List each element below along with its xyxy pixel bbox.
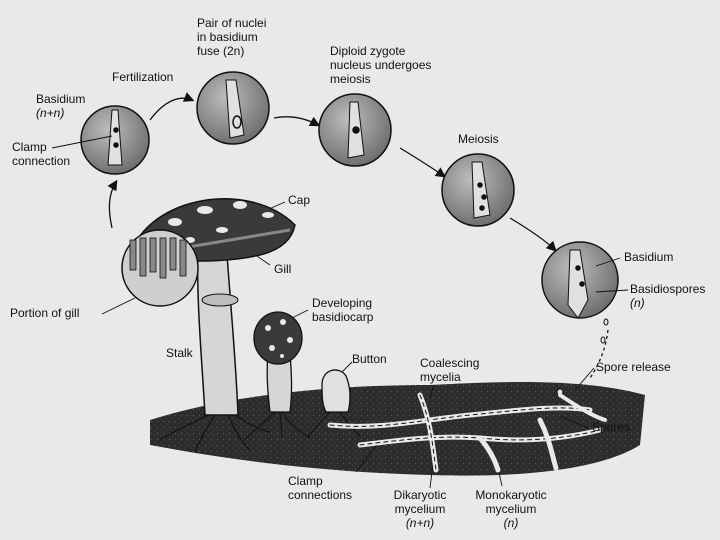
label-pair-nuclei-line2: in basidium: [197, 30, 258, 44]
label-clamp-connection: Clamp connection: [12, 140, 70, 168]
arrow-gill-to-basidium: [107, 179, 118, 229]
mature-mushroom: [121, 198, 296, 453]
label-developing-line2: basidiocarp: [312, 310, 374, 324]
circle-meiosis: [441, 153, 515, 227]
circle-nuclei-fuse: [196, 71, 270, 145]
mycelium-strands: [327, 392, 607, 473]
cycle-circles: [80, 71, 619, 319]
label-clamp-connections: Clamp connections: [288, 474, 352, 502]
label-portion-of-gill: Portion of gill: [10, 306, 80, 320]
label-fertilization: Fertilization: [112, 70, 174, 84]
label-dikaryotic-line1: Dikaryotic: [393, 488, 447, 502]
label-diploid-line2: nucleus undergoes: [330, 58, 432, 72]
label-basidiospores-line2: (n): [630, 296, 645, 310]
label-diploid-zygote: Diploid zygote nucleus undergoes meiosis: [330, 44, 431, 86]
label-spore-release: Spore release: [596, 360, 671, 374]
falling-spores: [556, 318, 609, 396]
circle-basidium-clamp: [80, 105, 150, 175]
label-basidium-top-line2: (n+n): [36, 106, 65, 120]
label-pair-nuclei-line3: fuse (2n): [197, 44, 245, 58]
label-coalescing-mycelia: Coalescing mycelia: [420, 356, 479, 384]
label-developing-basidiocarp: Developing basidiocarp: [312, 296, 373, 324]
label-dikaryotic-line2: mycelium: [394, 502, 446, 516]
label-monokaryotic-line2: mycelium: [485, 502, 537, 516]
label-stalk: Stalk: [166, 346, 193, 360]
label-basidium-top-line1: Basidium: [36, 92, 86, 106]
arrow-to-meiosis: [399, 147, 447, 178]
arrow-fertilization: [149, 92, 195, 121]
label-diploid-line1: Diploid zygote: [330, 44, 406, 58]
circle-diploid-zygote: [318, 93, 392, 167]
label-button: Button: [352, 352, 387, 366]
label-clamp-connection-line2: connection: [12, 154, 71, 168]
label-pair-nuclei-line1: Pair of nuclei: [197, 16, 267, 30]
label-gill: Gill: [274, 262, 292, 276]
label-coalescing-line1: Coalescing: [420, 356, 480, 370]
label-clamp-connection-line1: Clamp: [12, 140, 47, 154]
arrow-to-basidiospores: [509, 217, 557, 252]
label-monokaryotic-line1: Monokaryotic: [475, 488, 547, 502]
cycle-arrows: [107, 92, 609, 379]
label-monokaryotic-line3: (n): [503, 516, 519, 530]
label-basidium-right: Basidium: [624, 250, 674, 264]
label-monokaryotic-mycelium: Monokaryotic mycelium (n): [466, 488, 556, 530]
label-clamp-connections-line2: connections: [288, 488, 353, 502]
developing-basidiocarp: [244, 311, 311, 441]
mature-roots: [159, 414, 271, 453]
arrow-fusion: [273, 116, 321, 127]
label-diploid-line3: meiosis: [330, 72, 371, 86]
mushroom-stalk: [196, 239, 239, 416]
circle-basidiospores: [541, 241, 619, 319]
label-basidium-top: Basidium (n+n): [36, 92, 85, 120]
label-clamp-connections-line1: Clamp: [288, 474, 323, 488]
label-basidiospores: Basidiospores (n): [630, 282, 705, 310]
label-developing-line1: Developing: [312, 296, 373, 310]
label-cap: Cap: [288, 193, 311, 207]
label-coalescing-line2: mycelia: [420, 370, 461, 384]
label-basidiospores-line1: Basidiospores: [630, 282, 706, 296]
label-dikaryotic-mycelium: Dikaryotic mycelium (n+n): [382, 488, 458, 530]
label-pair-nuclei: Pair of nuclei in basidium fuse (2n): [197, 16, 266, 58]
label-meiosis: Meiosis: [458, 132, 499, 146]
label-dikaryotic-line3: (n+n): [405, 516, 435, 530]
label-spores: Spores: [592, 420, 631, 434]
